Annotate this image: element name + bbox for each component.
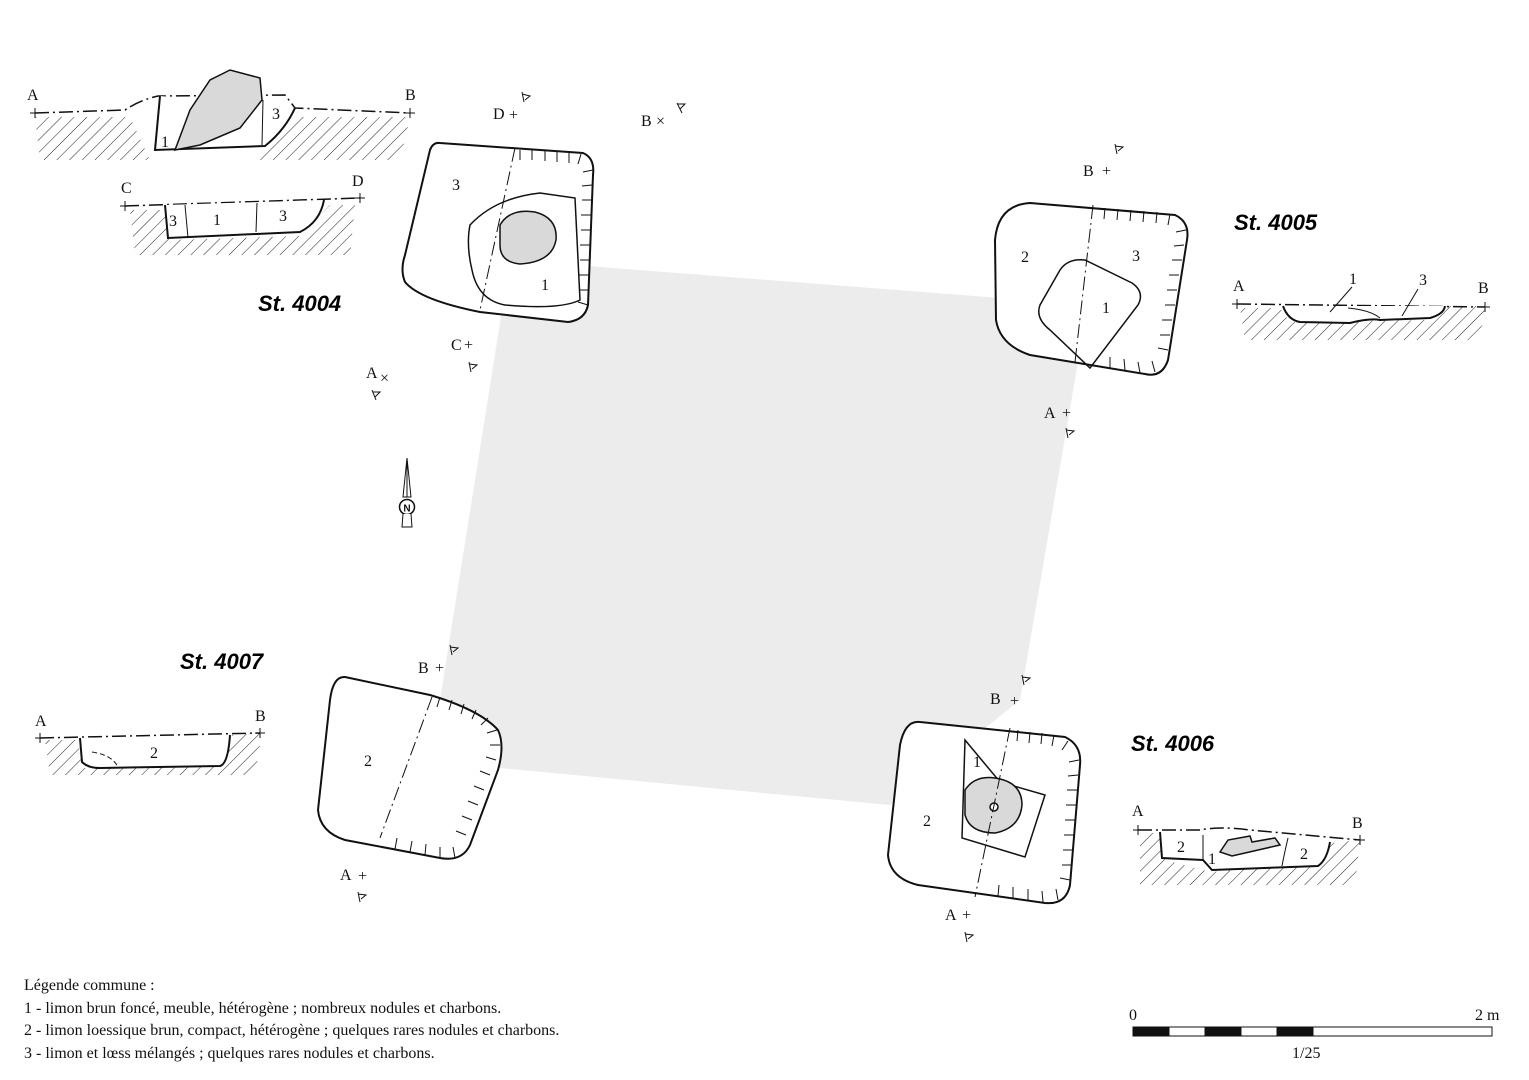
legend-item-2: 2 - limon loessique brun, compact, hétér… [24, 1022, 560, 1039]
st4004-layer-1-label: 1 [541, 277, 549, 294]
st4007-section-ab [35, 728, 265, 775]
st4004-section-cd [120, 193, 365, 255]
st4004-cross-c: + [464, 337, 473, 354]
legend: Légende commune : 1 - limon brun foncé, … [24, 975, 559, 1065]
st4007-section-ab-layer-2: 2 [150, 745, 158, 762]
st4005-title: St. 4005 [1234, 210, 1318, 235]
st4005-section-ab-a: A [1233, 278, 1245, 295]
st4006-section-ab-layer-2a: 2 [1177, 839, 1185, 856]
st4005-plan [993, 201, 1189, 376]
st4005-layer-3-label: 3 [1132, 248, 1140, 265]
st4006-cross-b: + [1010, 693, 1019, 710]
st4006-plan [886, 720, 1082, 905]
st4006-cross-a: + [962, 907, 971, 924]
st4007-section-ab-b: B [255, 708, 266, 725]
north-symbol: N [403, 504, 410, 515]
st4004-layer-3-label: 3 [452, 177, 460, 194]
st4005-section-ab-b: B [1478, 280, 1489, 297]
st4006-layer-1-label: 1 [973, 754, 981, 771]
legend-title: Légende commune : [24, 977, 155, 994]
st4005-section-flags [1065, 143, 1125, 439]
st4007-marker-b: B [418, 660, 429, 677]
building-area [440, 260, 1078, 805]
st4006-section-ab [1133, 825, 1365, 885]
st4004-section-ab-layer-3: 3 [272, 106, 280, 123]
st4006-section-ab-a: A [1132, 803, 1144, 820]
st4006-marker-b: B [990, 691, 1001, 708]
st4005-layer-1-label: 1 [1102, 300, 1110, 317]
st4006-section-ab-layer-1: 1 [1208, 851, 1216, 868]
st4005-section-ab-layer-1: 1 [1349, 271, 1357, 288]
legend-item-3: 3 - limon et lœss mélangés ; quelques ra… [24, 1044, 435, 1062]
st4004-section-cd-c: C [121, 180, 132, 197]
st4005-section-ab-layer-3: 3 [1419, 272, 1427, 289]
st4004-section-ab-a: A [27, 87, 39, 104]
st4005-marker-a: A [1044, 405, 1056, 422]
st4004-cross-a: × [380, 370, 389, 387]
st4004-section-ab-layer-1: 1 [161, 134, 169, 151]
st4006-section-flags [964, 674, 1032, 943]
st4007-title: St. 4007 [180, 649, 265, 674]
st4004-section-cd-d: D [352, 173, 364, 190]
st4007-section-ab-a: A [35, 713, 47, 730]
st4004-marker-a: A [366, 365, 378, 382]
st4004-cross-b: × [656, 113, 665, 130]
st4006-section-ab-layer-2b: 2 [1300, 846, 1308, 863]
st4006-marker-a: A [945, 907, 957, 924]
st4005-layer-2-label: 2 [1021, 249, 1029, 266]
st4004-section-cd-layer-3b: 3 [279, 208, 287, 225]
st4004-section-flags [371, 91, 687, 401]
st4007-plan [316, 675, 503, 860]
st4007-layer-2-label: 2 [364, 753, 372, 770]
st4004-marker-c: C [451, 337, 462, 354]
st4004-cross-d: + [509, 107, 518, 124]
st4004-marker-b: B [641, 113, 652, 130]
st4004-section-ab-b: B [405, 87, 416, 104]
legend-item-1: 1 - limon brun foncé, meuble, hétérogène… [24, 999, 502, 1017]
st4005-marker-b: B [1083, 163, 1094, 180]
scale-ratio: 1/25 [1292, 1045, 1320, 1062]
scale-start: 0 [1129, 1007, 1137, 1024]
st4006-title: St. 4006 [1131, 731, 1215, 756]
st4005-cross-a: + [1062, 405, 1071, 422]
st4005-section-ab [1232, 286, 1490, 340]
st4007-cross-a: + [358, 868, 367, 885]
north-arrow [398, 457, 416, 528]
scale-bar [1132, 1026, 1493, 1037]
st4004-plan [401, 141, 595, 324]
st4006-layer-2-label: 2 [923, 813, 931, 830]
scale-end: 2 m [1475, 1007, 1500, 1024]
st4004-marker-d: D [493, 106, 505, 123]
st4004-title: St. 4004 [258, 291, 341, 316]
st4007-section-flags [357, 644, 460, 903]
st4006-section-ab-b: B [1352, 815, 1363, 832]
st4004-section-ab [30, 69, 415, 160]
st4007-marker-a: A [340, 867, 352, 884]
st4005-cross-b: + [1102, 163, 1111, 180]
st4004-section-cd-layer-3a: 3 [169, 213, 177, 230]
st4007-cross-b: + [435, 660, 444, 677]
st4004-section-cd-layer-1: 1 [213, 212, 221, 229]
